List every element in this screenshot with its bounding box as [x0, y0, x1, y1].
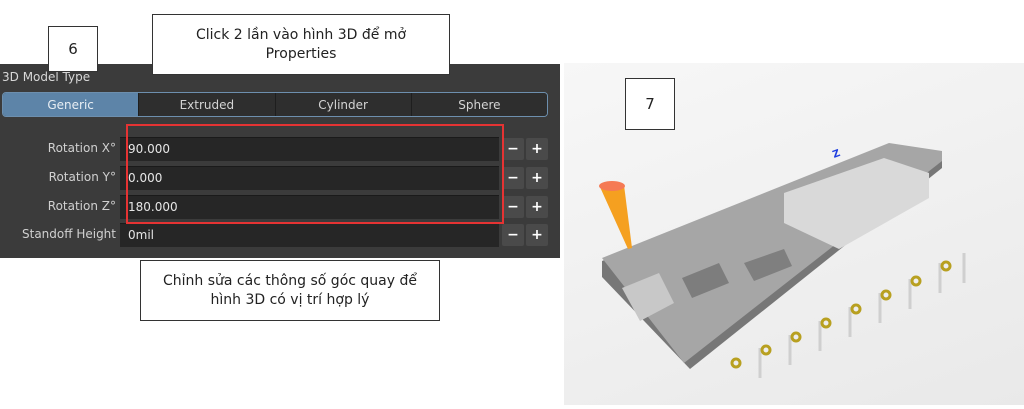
rotation-y-input[interactable]: 0.000 — [120, 166, 499, 190]
rotation-z-label: Rotation Z° — [47, 199, 116, 213]
type-cylinder-button[interactable]: Cylinder — [274, 93, 411, 116]
model-type-label: 3D Model Type — [2, 70, 91, 84]
callout-open-properties: Click 2 lần vào hình 3D để mở Properties — [152, 14, 450, 75]
rotation-highlight-box — [126, 124, 504, 224]
rotation-y-increment[interactable]: + — [526, 167, 548, 189]
type-sphere-button[interactable]: Sphere — [410, 93, 547, 116]
step-6-label: 6 — [48, 26, 98, 72]
regulator — [744, 249, 792, 281]
chip — [682, 263, 729, 298]
wifi-module — [784, 158, 929, 249]
rotation-y-label: Rotation Y° — [48, 170, 116, 184]
standoff-height-label: Standoff Height — [22, 227, 116, 241]
standoff-height-decrement[interactable]: − — [502, 224, 524, 246]
rotation-y-decrement[interactable]: − — [502, 167, 524, 189]
header-pins — [758, 253, 966, 378]
standoff-height-increment[interactable]: + — [526, 224, 548, 246]
standoff-height-input[interactable]: 0mil — [120, 223, 499, 247]
rotation-z-row: Rotation Z° 180.000 − + — [0, 195, 560, 219]
callout-edit-rotation: Chỉnh sửa các thông số góc quay để hình … — [140, 260, 440, 321]
rotation-z-input[interactable]: 180.000 — [120, 195, 499, 219]
usb-connector — [622, 273, 674, 321]
esp32-board-3d-model: Z — [599, 143, 966, 378]
pads — [730, 260, 952, 369]
type-generic-button[interactable]: Generic — [3, 93, 139, 116]
rotation-x-input[interactable]: 90.000 — [120, 137, 499, 161]
rotation-x-decrement[interactable]: − — [502, 138, 524, 160]
rotation-x-label: Rotation X° — [47, 141, 116, 155]
orange-cone-marker — [600, 185, 632, 249]
rotation-z-increment[interactable]: + — [526, 196, 548, 218]
model-type-selector: Generic Extruded Cylinder Sphere — [2, 92, 548, 117]
rotation-y-row: Rotation Y° 0.000 − + — [0, 166, 560, 190]
rotation-x-increment[interactable]: + — [526, 138, 548, 160]
rotation-z-decrement[interactable]: − — [502, 196, 524, 218]
step-7-label: 7 — [625, 78, 675, 130]
type-extruded-button[interactable]: Extruded — [138, 93, 275, 116]
standoff-height-row: Standoff Height 0mil − + — [0, 223, 560, 247]
z-axis-label: Z — [831, 148, 842, 161]
rotation-x-row: Rotation X° 90.000 − + — [0, 137, 560, 161]
properties-panel: 3D Model Type Generic Extruded Cylinder … — [0, 64, 560, 258]
